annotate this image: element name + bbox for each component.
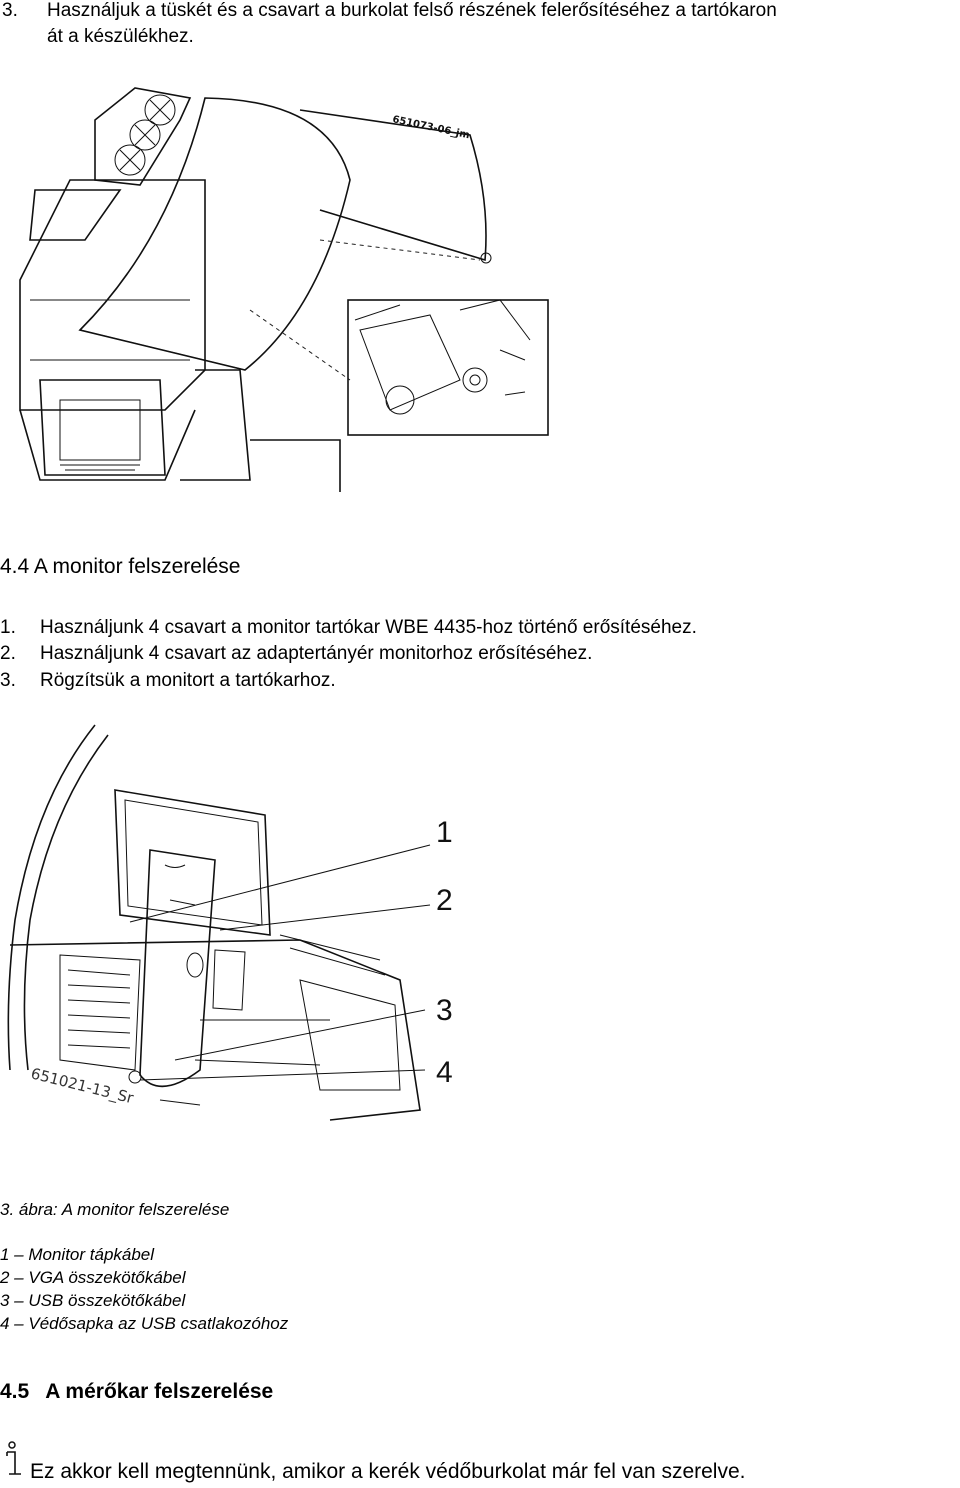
legend-item: 3 – USB összekötőkábel [0,1291,186,1310]
legend-item: 1 – Monitor tápkábel [0,1245,155,1264]
callout-line-4 [139,1069,426,1081]
callout-1: 1 [436,816,453,849]
hood-arc [7,724,96,1071]
callout-line-1 [129,844,431,923]
legend-item: 2 – VGA összekötőkábel [0,1268,186,1287]
vent-grille [59,954,141,1071]
machine-body-icon [19,179,341,492]
info-icon [2,1440,26,1480]
list-item-number: 2. [0,643,16,664]
list-item: 1. Használjunk 4 csavart a monitor tartók… [0,617,697,639]
section-4-5-title: 4.5 A mérőkar felszerelése [0,1380,273,1404]
section-4-5-note: Ez akkor kell megtennünk, amikor a kerék… [30,1460,746,1483]
callout-2: 2 [436,884,453,917]
section-4-4-title: 4.4 A monitor felszerelése [0,555,241,578]
callout-line-3 [174,1009,426,1061]
monitor-mounting-drawing: 1 2 3 4 651021-13_Sr [7,724,453,1121]
step3-text-line2: át a készülékhez. [47,26,194,47]
monitor-screen [114,789,271,936]
list-item: 2. Használjunk 4 csavart az adaptertányér… [0,643,592,665]
mounting-arm [139,849,216,1088]
section-4-5-heading: A mérőkar felszerelése [45,1380,274,1403]
callout-4: 4 [436,1056,453,1089]
protective-hood-icon [78,97,492,371]
list-item-text: Használjunk 4 csavart a monitor tartókar… [40,617,697,638]
list-item: 3. Rögzítsük a monitort a tartókarhoz. [0,670,336,692]
figure3-ref-label: 651021-13_Sr [29,1064,136,1108]
list-item-text: Használjunk 4 csavart az adaptertányér m… [40,643,593,664]
hood-mounting-drawing: 651073-06_jm [19,87,549,492]
cabinet-top [9,939,421,1121]
list-item-text: Rögzítsük a monitort a tartókarhoz. [40,670,336,691]
figure-caption: 3. ábra: A monitor felszerelése [0,1200,230,1219]
list-item-number: 1. [0,617,16,638]
step3-number: 3. [2,0,18,21]
legend-item: 4 – Védősapka az USB csatlakozóhoz [0,1314,289,1333]
callout-line-2 [219,904,431,931]
detail-inset-icon [347,299,549,436]
figure1-ref-label: 651073-06_jm [391,114,470,141]
fan-grille-icon [94,87,192,186]
step3-text-line1: Használjuk a tüskét és a csavart a burko… [47,0,777,21]
figure-monitor-mounting: 1 2 3 4 651021-13_Sr [0,720,470,1140]
list-item-number: 3. [0,670,16,691]
section-4-5-number: 4.5 [0,1380,30,1403]
step3-instruction: 3. Használjuk a tüskét és a csavart a bur… [2,0,777,22]
callout-3: 3 [436,994,453,1027]
figure-hood-mounting: 651073-06_jm [0,80,560,492]
